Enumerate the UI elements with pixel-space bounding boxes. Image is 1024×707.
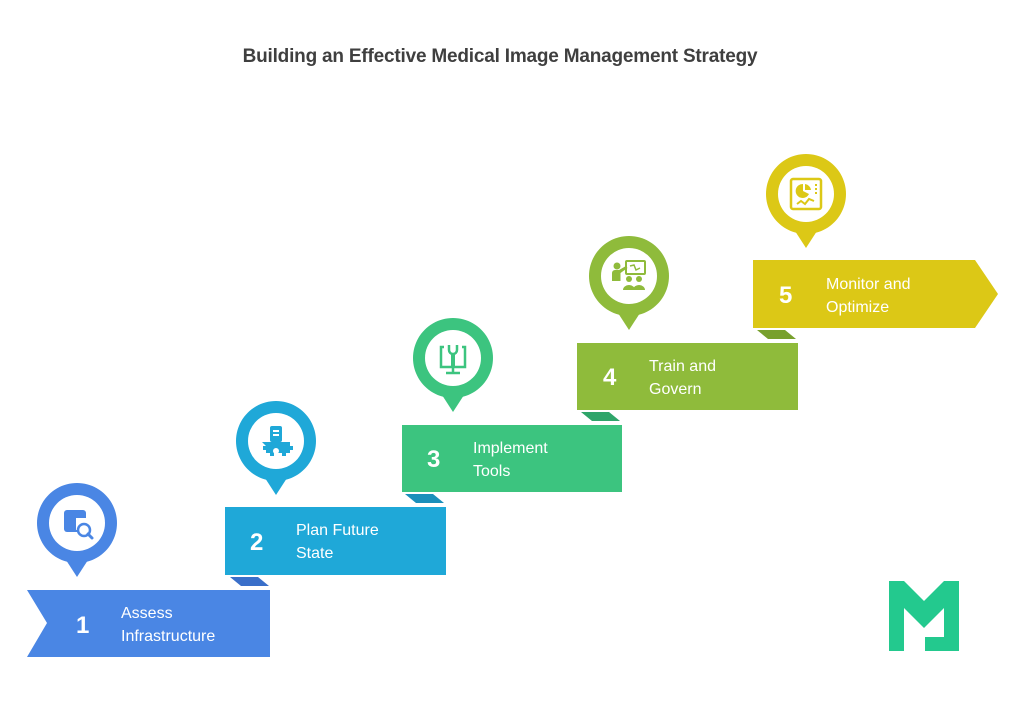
fold-tab-3 (581, 412, 620, 421)
m-logo-icon (889, 581, 959, 651)
step-3-bar (402, 425, 622, 492)
step-4-bar (577, 343, 798, 410)
step-3-number: 3 (427, 446, 440, 473)
step-1-pin (36, 483, 117, 577)
step-4-number: 4 (603, 364, 617, 391)
dashboard-chart-icon (789, 177, 823, 211)
training-presentation-icon (612, 260, 646, 290)
fold-tab-4 (757, 330, 796, 339)
step-5-bar (753, 260, 998, 328)
step-3-pin (412, 318, 493, 412)
step-2-label-line2: State (296, 545, 333, 562)
step-5-pin (765, 154, 846, 248)
diagram-title: Building an Effective Medical Image Mana… (242, 46, 758, 67)
brand-logo (889, 581, 959, 651)
infrastructure-search-icon (64, 510, 94, 540)
step-1-label-line2: Infrastructure (121, 628, 215, 645)
step-1-label-line1: Assess (121, 605, 173, 622)
step-5-label-line2: Optimize (826, 299, 889, 316)
step-3-label-line1: Implement (473, 440, 548, 457)
step-3: 3 Implement Tools (402, 318, 622, 492)
step-5-label-line1: Monitor and (826, 276, 911, 293)
fold-tab-1 (230, 577, 269, 586)
step-5: 5 Monitor and Optimize (753, 154, 998, 328)
step-2-pin (235, 401, 316, 495)
step-4: 4 Train and Govern (577, 236, 798, 410)
step-4-label-line1: Train and (649, 358, 716, 375)
step-1-number: 1 (76, 612, 89, 639)
step-2-number: 2 (250, 529, 263, 556)
fold-tab-2 (405, 494, 444, 503)
step-2-label-line1: Plan Future (296, 522, 379, 539)
step-2-bar (225, 507, 446, 575)
step-1: 1 Assess Infrastructure (27, 483, 270, 657)
step-5-number: 5 (779, 282, 792, 309)
step-2: 2 Plan Future State (225, 401, 446, 575)
step-1-bar (27, 590, 270, 657)
step-4-pin (588, 236, 669, 330)
monitor-wrench-icon (439, 345, 467, 375)
step-3-label-line2: Tools (473, 463, 510, 480)
step-4-label-line2: Govern (649, 381, 701, 398)
building-gear-icon (262, 426, 293, 456)
